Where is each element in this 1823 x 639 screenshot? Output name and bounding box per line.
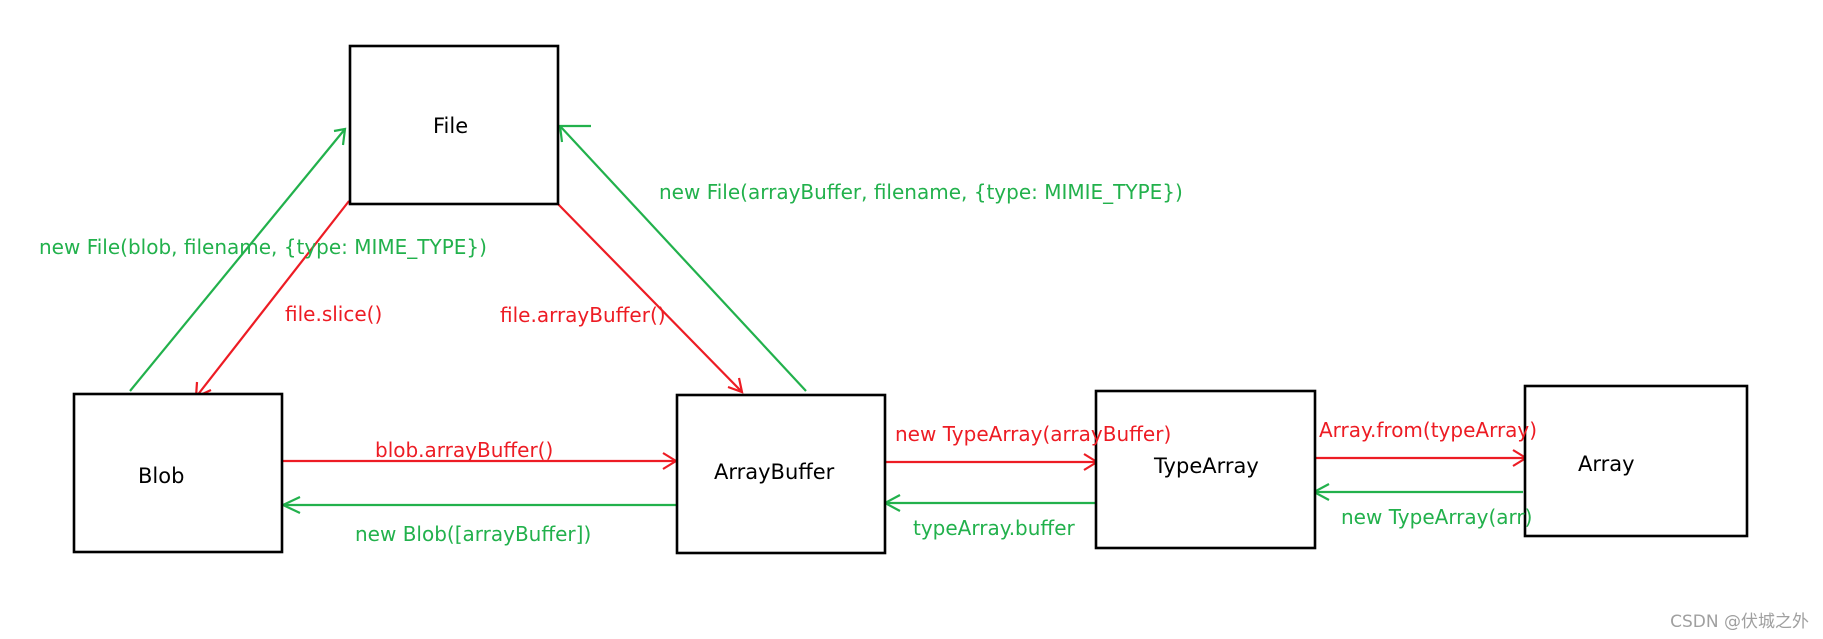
edge-blob-to-file — [129, 127, 347, 392]
edge-typearray-to-array — [1316, 449, 1529, 467]
label-blob-to-file: new File(blob, filename, {type: MIME_TYP… — [39, 235, 487, 259]
node-blob-label: Blob — [138, 464, 184, 488]
edge-arraybuffer-to-typearray — [886, 453, 1100, 471]
label-file-to-blob: file.slice() — [285, 302, 382, 326]
node-file-label: File — [433, 114, 468, 138]
watermark-text: CSDN @伏城之外 — [1670, 612, 1809, 632]
edge-file-to-arraybuffer — [556, 202, 744, 394]
label-arraybuffer-to-blob: new Blob([arrayBuffer]) — [355, 522, 591, 546]
node-array: Array — [1523, 384, 1749, 538]
node-arraybuffer-label: ArrayBuffer — [714, 460, 835, 484]
node-file: File — [348, 44, 560, 206]
node-typearray-label: TypeArray — [1153, 454, 1259, 478]
edge-file-to-blob — [194, 200, 350, 399]
edge-typearray-to-arraybuffer — [882, 494, 1095, 512]
label-typearray-to-arraybuffer: typeArray.buffer — [913, 516, 1076, 540]
label-array-to-typearray: new TypeArray(arr) — [1341, 505, 1532, 529]
label-blob-to-arraybuffer: blob.arrayBuffer() — [375, 438, 553, 462]
label-arraybuffer-to-file: new File(arrayBuffer, filename, {type: M… — [659, 180, 1183, 204]
node-array-label: Array — [1578, 452, 1635, 476]
node-arraybuffer: ArrayBuffer — [675, 393, 887, 555]
label-arraybuffer-to-typearray: new TypeArray(arrayBuffer) — [895, 422, 1171, 446]
edge-arraybuffer-to-file — [558, 124, 807, 392]
edge-array-to-typearray — [1311, 483, 1523, 501]
node-typearray: TypeArray — [1094, 389, 1317, 550]
edge-arraybuffer-to-blob — [280, 496, 676, 514]
label-typearray-to-array: Array.from(typeArray) — [1319, 418, 1537, 442]
node-blob: Blob — [72, 392, 284, 554]
label-file-to-arraybuffer: file.arrayBuffer() — [500, 303, 666, 327]
